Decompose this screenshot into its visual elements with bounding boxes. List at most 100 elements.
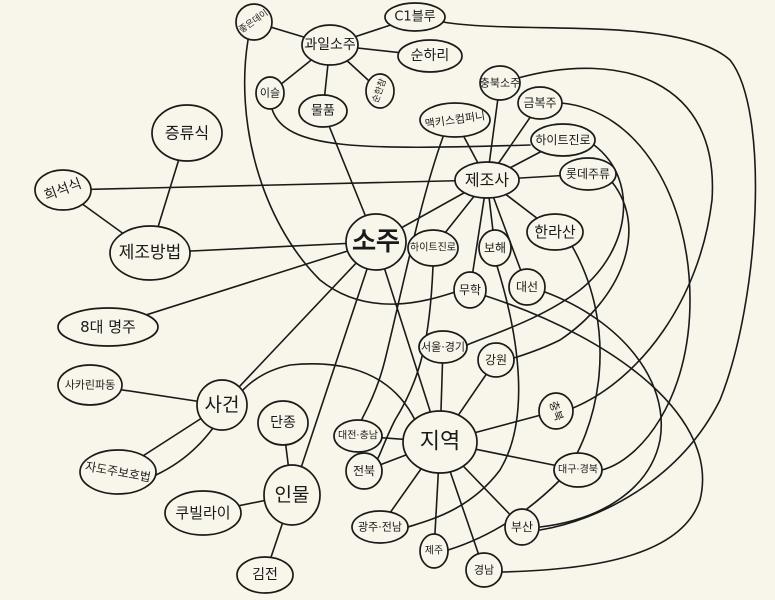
node-label: 제주 xyxy=(425,545,443,557)
node-label: 충북소주 xyxy=(480,77,520,90)
node-ellipse xyxy=(109,225,191,281)
node-label: 부산 xyxy=(511,520,533,534)
node-label: 대선 xyxy=(516,280,538,294)
node-bohae: 보해 xyxy=(478,229,512,267)
node-label: 강원 xyxy=(485,353,507,367)
node-label: 소주 xyxy=(352,227,400,257)
node-label: 전북 xyxy=(353,464,375,478)
node-ellipse xyxy=(538,392,574,430)
node-label: 물품 xyxy=(311,104,335,119)
node-label: 금복주 xyxy=(523,96,556,110)
node-ellipse xyxy=(57,364,123,406)
node-gwangju: 광주·전남 xyxy=(351,510,409,544)
node-ellipse xyxy=(479,65,521,101)
node-ellipse xyxy=(517,86,563,120)
node-saccharin: 사카린파동 xyxy=(57,364,123,406)
node-gimjeon: 김전 xyxy=(236,556,294,594)
node-label: 한라산 xyxy=(534,223,576,241)
node-label: 서울·경기 xyxy=(421,341,465,354)
node-muhak: 무학 xyxy=(453,271,487,309)
node-label: 쿠빌라이 xyxy=(175,504,230,522)
node-label: 순하리 xyxy=(411,48,450,64)
edge-bohae-gwangju xyxy=(407,265,520,528)
node-ellipse xyxy=(530,123,596,157)
node-ellipse xyxy=(419,102,491,138)
node-incident: 사건 xyxy=(196,379,248,431)
node-gyeongnam: 경남 xyxy=(465,552,503,588)
node-daesun: 대선 xyxy=(508,268,546,306)
node-label: 경남 xyxy=(474,564,494,577)
node-label: 지역 xyxy=(420,430,460,455)
node-soju: 소주 xyxy=(345,213,407,271)
node-kumbokju: 금복주 xyxy=(517,86,563,120)
node-region: 지역 xyxy=(402,410,478,474)
node-ellipse xyxy=(397,39,463,73)
node-lotte: 롯데주류 xyxy=(559,157,617,191)
node-hitejinro-b: 하이트진로 xyxy=(407,229,459,267)
node-ellipse xyxy=(454,161,520,199)
node-ellipse xyxy=(526,213,584,251)
node-chungbuk-soju: 충북소주 xyxy=(479,65,521,101)
node-ellipse xyxy=(34,169,92,211)
node-label: 하이트진로 xyxy=(410,241,456,254)
node-ellipse xyxy=(553,452,603,488)
node-good-day: 좋은데이 xyxy=(235,3,273,41)
node-jeonbuk: 전북 xyxy=(345,452,383,490)
node-hitejinro-a: 하이트진로 xyxy=(530,123,596,157)
node-label: 이슬 xyxy=(260,87,280,100)
edge-locallaw-region xyxy=(155,363,416,476)
edge-mackiss-daejeon xyxy=(361,136,444,421)
node-ellipse xyxy=(402,410,478,474)
node-ellipse xyxy=(333,419,383,453)
node-ellipse xyxy=(57,307,159,347)
node-c1-blue: C1블루 xyxy=(384,2,446,32)
edges xyxy=(62,16,757,576)
node-manufacturer: 제조사 xyxy=(454,161,520,199)
node-ellipse xyxy=(196,379,248,431)
node-label: 사카린파동 xyxy=(65,379,116,392)
edge-muhak-gyeongnam xyxy=(485,295,704,573)
node-ellipse xyxy=(419,533,449,569)
node-label: 제조방법 xyxy=(119,243,182,263)
node-ellipse xyxy=(79,449,157,495)
node-label: 단종 xyxy=(270,415,296,431)
edge-soju-person xyxy=(291,241,377,496)
node-diluted: 희석식 xyxy=(34,169,92,211)
node-chungbuk: 충북 xyxy=(538,392,574,430)
node-eight-liquors: 8대 명주 xyxy=(57,307,159,347)
node-busan: 부산 xyxy=(504,508,540,546)
node-sunhancham: 순한참 xyxy=(365,73,395,109)
node-ellipse xyxy=(164,490,242,536)
node-ellipse xyxy=(365,73,395,109)
node-ellipse xyxy=(345,213,407,271)
node-mackiss: 맥키스컴퍼니 xyxy=(419,102,491,138)
node-label: 증류식 xyxy=(165,124,209,143)
node-ellipse xyxy=(504,508,540,546)
node-fruit-soju: 과일소주 xyxy=(301,24,359,66)
edge-hitejinro-seoul xyxy=(466,144,625,346)
edge-chungbuksoju-chungbuk xyxy=(517,67,714,409)
node-label: 인물 xyxy=(275,484,310,506)
node-ellipse xyxy=(298,94,348,128)
node-ellipse xyxy=(301,24,359,66)
node-ellipse xyxy=(384,2,446,32)
node-gangwon: 강원 xyxy=(477,342,515,378)
node-ellipse xyxy=(151,104,223,162)
node-ellipse xyxy=(478,229,512,267)
node-person: 인물 xyxy=(263,464,321,526)
node-label: 8대 명주 xyxy=(80,318,136,336)
node-daejeon: 대전·충남 xyxy=(333,419,383,453)
edge-kumbokju-daegu xyxy=(560,102,691,471)
node-ellipse xyxy=(351,510,409,544)
node-ellipse xyxy=(465,552,503,588)
edge-daesun-busan xyxy=(539,291,663,528)
node-daegu: 대구·경북 xyxy=(553,452,603,488)
node-label: 과일소주 xyxy=(304,37,356,53)
node-label: 광주·전남 xyxy=(358,521,402,534)
node-label: C1블루 xyxy=(394,10,435,25)
node-ellipse xyxy=(255,76,285,110)
node-ellipse xyxy=(257,400,309,446)
